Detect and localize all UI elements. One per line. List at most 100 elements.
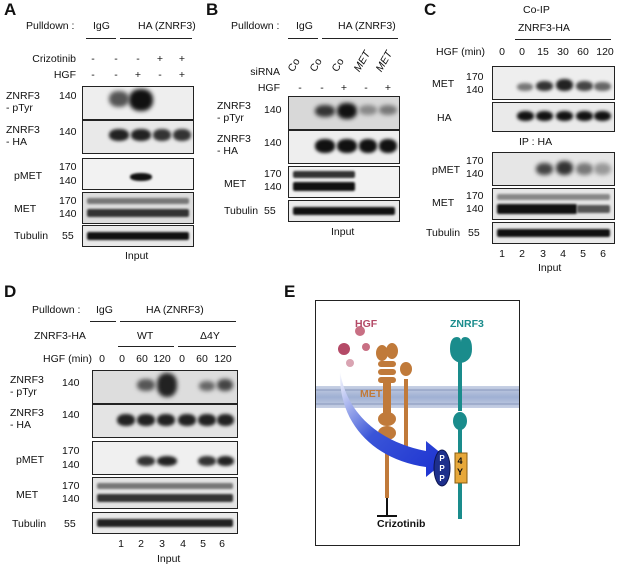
mw-marker: 55 <box>62 230 74 242</box>
row-label: ZNRF3 - pTyr <box>6 90 40 114</box>
mw-marker: 140 <box>264 137 282 149</box>
sirna-val: MET <box>373 48 396 74</box>
mw-marker: 140 <box>62 493 80 505</box>
igg-line <box>288 38 318 39</box>
blot-znrf3-ha <box>92 404 238 438</box>
ha-line <box>120 321 236 322</box>
crizo-val: - <box>91 53 95 65</box>
lane-number: 3 <box>159 538 165 550</box>
row-label: MET <box>432 197 455 209</box>
blot-met <box>92 477 238 509</box>
blot-ha <box>492 102 615 132</box>
blot-tubulin <box>492 222 615 244</box>
mw-marker: 140 <box>466 168 484 180</box>
znrf3-ha-line <box>515 39 611 40</box>
crizotinib-label: Crizotinib <box>377 518 426 530</box>
hgf-val: + <box>178 69 186 81</box>
hgf-label: HGF <box>257 82 280 94</box>
hgf-val: 60 <box>196 353 208 365</box>
mw-marker: 140 <box>264 181 282 193</box>
input-label: Input <box>538 262 562 274</box>
mw-marker: 170 <box>59 195 77 207</box>
hgf-val: 60 <box>577 46 589 58</box>
znrf3-ha-label: ZNRF3-HA <box>518 22 570 34</box>
d4y-label: Δ4Y <box>200 330 220 342</box>
input-label: Input <box>125 250 149 262</box>
hgf-val: 0 <box>519 46 525 58</box>
hgf-val: 15 <box>537 46 549 58</box>
hgf-val: - <box>158 69 162 81</box>
lane-number: 1 <box>118 538 124 550</box>
hgf-val: 120 <box>596 46 614 58</box>
lane-number: 6 <box>219 538 225 550</box>
d4y-line <box>178 346 236 347</box>
hgf-val: 120 <box>153 353 171 365</box>
mw-marker: 140 <box>62 377 80 389</box>
lane-number: 5 <box>580 248 586 260</box>
row-label: Tubulin <box>14 230 49 242</box>
4y-letters: 4 Y <box>456 456 463 477</box>
mw-marker: 170 <box>264 168 282 180</box>
crizo-val: - <box>136 53 140 65</box>
mw-marker: 140 <box>59 175 77 187</box>
row-label: MET <box>432 78 455 90</box>
sirna-val: Co <box>329 56 347 74</box>
lane-number: 1 <box>499 248 505 260</box>
ha-line <box>120 38 192 39</box>
4y-box <box>454 452 468 484</box>
blot-znrf3-ha <box>82 120 194 154</box>
hgf-val: 30 <box>557 46 569 58</box>
hgf-val: - <box>91 69 95 81</box>
row-label: pMET <box>432 164 461 176</box>
row-label: HA <box>437 112 452 124</box>
mw-marker: 170 <box>466 71 484 83</box>
mw-marker: 55 <box>468 227 480 239</box>
mw-marker: 140 <box>62 409 80 421</box>
row-label: pMET <box>16 454 45 466</box>
mw-marker: 140 <box>59 126 77 138</box>
znrf3-receptor <box>450 337 472 519</box>
row-label: ZNRF3 - pTyr <box>217 100 251 124</box>
coip-label: Co-IP <box>523 4 550 16</box>
phospho-group <box>433 449 451 487</box>
blot-tubulin <box>82 225 194 247</box>
ip-label: IP : HA <box>519 136 553 148</box>
mw-marker: 55 <box>264 205 276 217</box>
sirna-val: Co <box>307 56 325 74</box>
igg-line <box>86 38 116 39</box>
hgf-val: + <box>134 69 142 81</box>
hgf-val: 0 <box>499 46 505 58</box>
mw-marker: 170 <box>62 445 80 457</box>
lane-number: 5 <box>200 538 206 550</box>
blot-tubulin <box>92 512 238 534</box>
mw-marker: 140 <box>466 203 484 215</box>
hgf-ligand <box>355 326 365 336</box>
input-label: Input <box>331 226 355 238</box>
hgf-val: - <box>320 82 324 94</box>
pulldown-label: Pulldown : <box>32 304 81 316</box>
schematic-frame <box>315 300 520 546</box>
mw-marker: 140 <box>62 459 80 471</box>
lane-number: 4 <box>560 248 566 260</box>
hgf-val: - <box>364 82 368 94</box>
panel-letter: D <box>4 282 17 301</box>
mw-marker: 170 <box>62 480 80 492</box>
row-label: ZNRF3 - HA <box>10 407 44 431</box>
mw-marker: 140 <box>264 104 282 116</box>
igg-label: IgG <box>296 20 313 32</box>
ha-label: HA (ZNRF3) <box>146 304 204 316</box>
panel-letter: A <box>4 0 17 19</box>
lane-number: 6 <box>600 248 606 260</box>
blot-znrf3-ptyr <box>92 370 238 404</box>
row-label: pMET <box>14 170 43 182</box>
hgf-val: 0 <box>119 353 125 365</box>
igg-line <box>90 321 116 322</box>
panel-letter: E <box>284 282 296 301</box>
hgf-val: 0 <box>179 353 185 365</box>
row-label: Tubulin <box>426 227 461 239</box>
row-label: ZNRF3 - HA <box>217 133 251 157</box>
panel-letter: B <box>206 0 219 19</box>
lane-number: 2 <box>138 538 144 550</box>
blot-met2 <box>492 188 615 220</box>
mw-marker: 170 <box>59 161 77 173</box>
